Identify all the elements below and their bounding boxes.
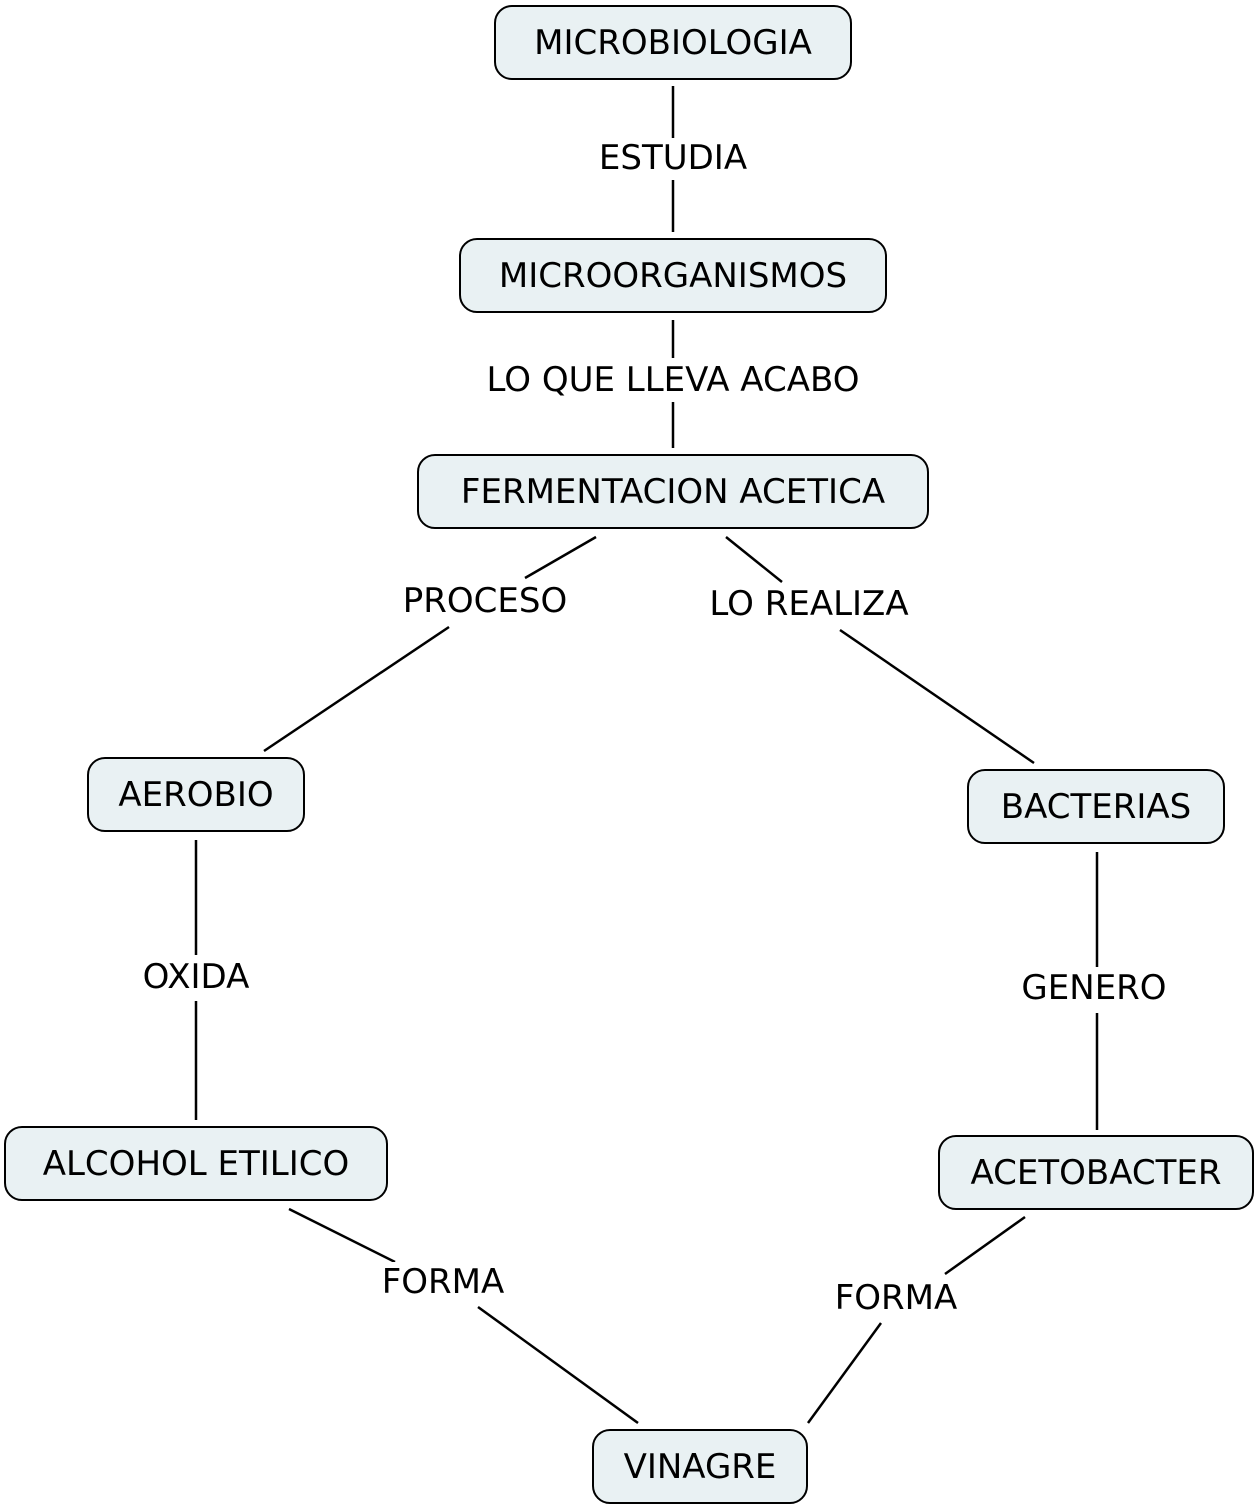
connector-fermentacion-realiza <box>725 536 783 583</box>
link-label-lo-realiza: LO REALIZA <box>705 584 913 624</box>
concept-label: ALCOHOL ETILICO <box>42 1143 350 1184</box>
concept-acetobacter[interactable]: ACETOBACTER <box>938 1135 1254 1210</box>
connector-fermentacion-proceso <box>524 535 597 580</box>
connector-acetobacter-forma <box>944 1215 1026 1276</box>
connector-realiza-bacterias <box>839 628 1035 765</box>
link-label-proceso: PROCESO <box>398 581 572 621</box>
link-label-forma-left: FORMA <box>377 1262 509 1302</box>
concept-bacterias[interactable]: BACTERIAS <box>967 769 1225 844</box>
link-label-oxida: OXIDA <box>138 957 254 997</box>
concept-fermentacion-acetica[interactable]: FERMENTACION ACETICA <box>417 454 929 529</box>
concept-label: MICROBIOLOGIA <box>534 22 812 63</box>
concept-microorganismos[interactable]: MICROORGANISMOS <box>459 238 887 313</box>
connector-forma-vinagre <box>477 1305 639 1425</box>
concept-label: VINAGRE <box>623 1446 777 1487</box>
concept-label: AEROBIO <box>118 774 274 815</box>
connector-alcohol-forma <box>288 1207 396 1264</box>
concept-label: BACTERIAS <box>1000 786 1192 827</box>
concept-label: MICROORGANISMOS <box>498 255 848 296</box>
link-label-estudia: ESTUDIA <box>594 138 752 178</box>
concept-microbiologia[interactable]: MICROBIOLOGIA <box>494 5 852 80</box>
concept-label: FERMENTACION ACETICA <box>460 471 886 512</box>
connector-forma-vinagre-right <box>806 1322 883 1424</box>
connector-proceso-aerobio <box>263 625 450 753</box>
link-label-lo-que-lleva-acabo: LO QUE LLEVA ACABO <box>482 360 864 400</box>
concept-alcohol-etilico[interactable]: ALCOHOL ETILICO <box>4 1126 388 1201</box>
concept-aerobio[interactable]: AEROBIO <box>87 757 305 832</box>
concept-vinagre[interactable]: VINAGRE <box>592 1429 808 1504</box>
concept-label: ACETOBACTER <box>970 1152 1222 1193</box>
link-label-forma-right: FORMA <box>830 1278 962 1318</box>
link-label-genero: GENERO <box>1017 968 1171 1008</box>
